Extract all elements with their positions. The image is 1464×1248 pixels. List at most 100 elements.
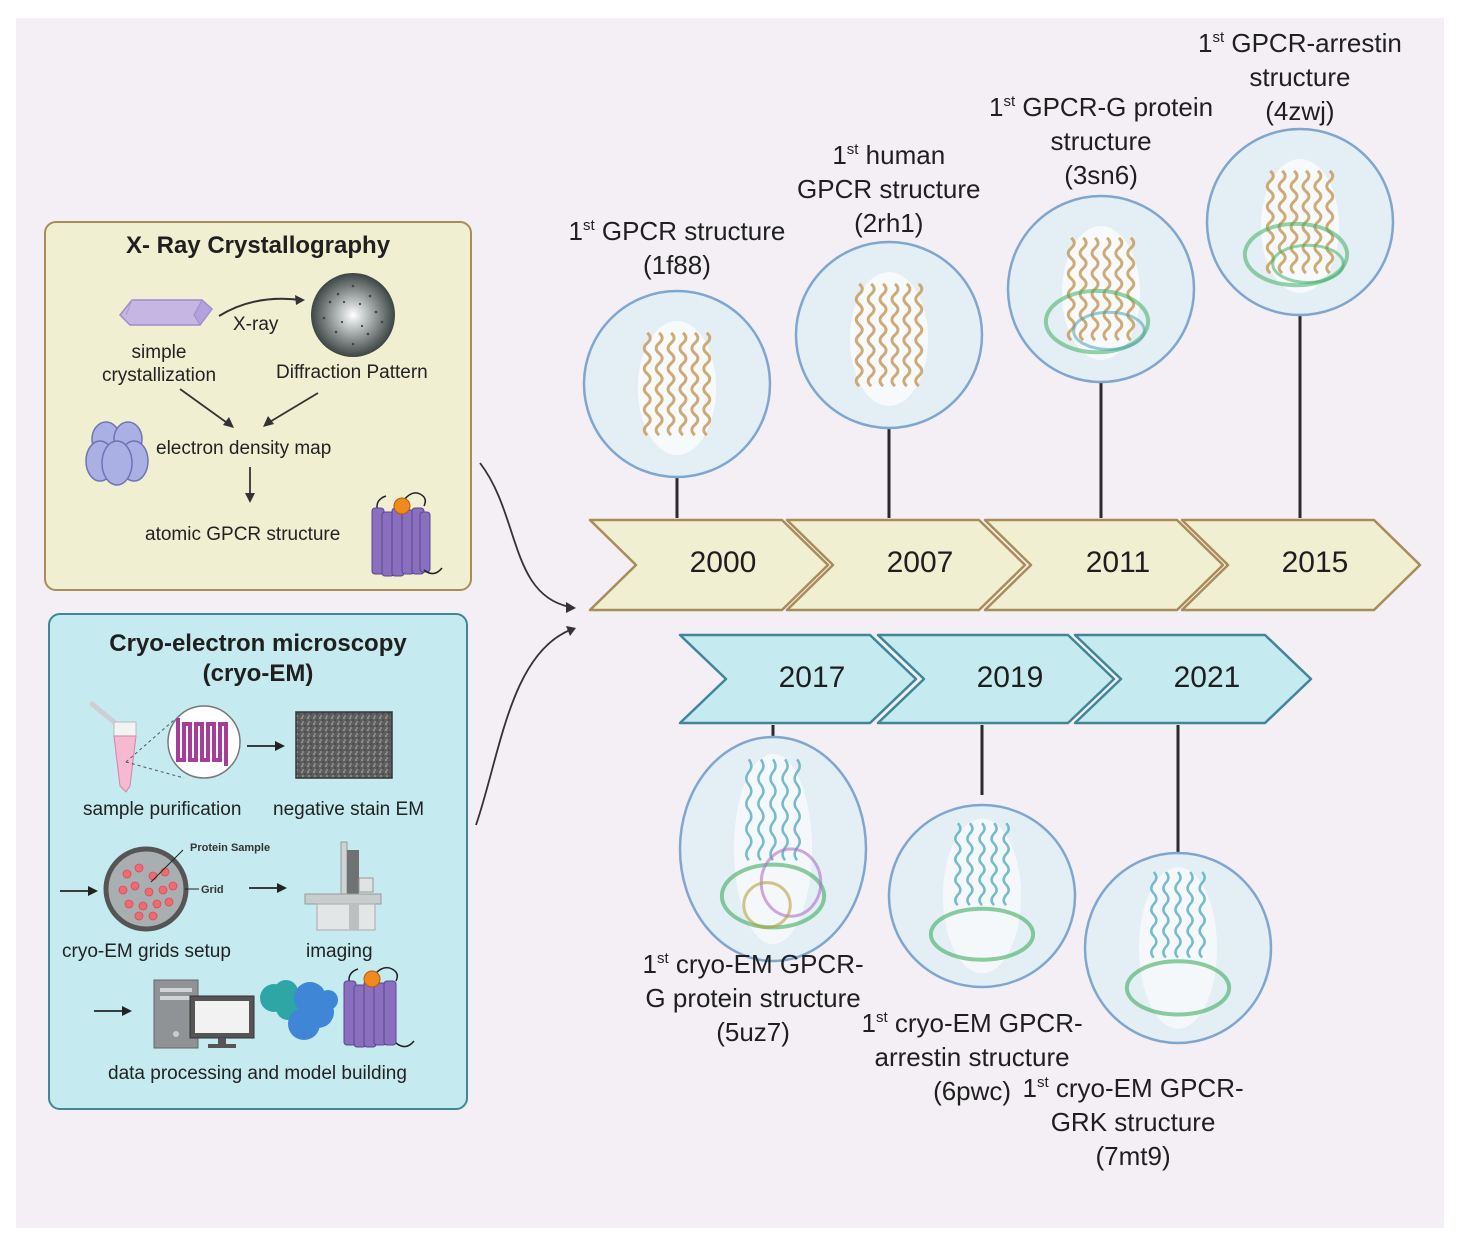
chevron-2011	[983, 518, 1225, 612]
xray-panel-title: X- Ray Crystallography	[125, 232, 391, 259]
structure-5uz7-helix	[781, 758, 789, 862]
chevron-2007	[785, 518, 1027, 612]
structure-2rh1-image-helix	[902, 282, 912, 388]
structure-1f88-image-helix	[702, 331, 712, 437]
structure-3sn6-image-helix	[1066, 236, 1076, 342]
imaging-label: imaging	[306, 941, 373, 962]
em-grid-icon	[103, 846, 199, 932]
structure-3sn6-image-helix	[1126, 236, 1136, 342]
structure-1f88-image-helix	[654, 331, 664, 437]
structure-7mt9-helix	[1162, 871, 1170, 959]
chevron-2000	[588, 518, 830, 612]
structure-3sn6-image-helix	[1102, 236, 1112, 342]
structure-7mt9-helix	[1186, 871, 1194, 959]
curved-arrows-icon	[475, 462, 576, 826]
year-label-2021: 2021	[1173, 661, 1241, 694]
caption-2017: 1st cryo-EM GPCR-G protein structure(5uz…	[642, 949, 864, 1047]
protein-sample-callout: Protein Sample	[190, 842, 271, 854]
structure-6pwc-helix	[966, 822, 974, 907]
right-arrow-icon	[249, 883, 287, 893]
diffraction-label: Diffraction Pattern	[276, 362, 428, 383]
chevron-2015	[1180, 518, 1422, 612]
structure-7mt9-partner	[1124, 959, 1232, 1017]
structure-5uz7-helix	[745, 758, 753, 862]
structure-7mt9-helix	[1198, 871, 1206, 959]
density-map-icon	[260, 980, 338, 1040]
structure-4zwj-image-helix	[1325, 169, 1335, 275]
structure-4zwj-image-helix	[1301, 169, 1311, 275]
cryo-panel-title-line1: Cryo-electron microscopy	[109, 630, 407, 657]
year-label-2000: 2000	[689, 546, 757, 579]
sample-tube-icon	[89, 701, 241, 793]
structure-2rh1-image-helix	[854, 282, 864, 388]
electron-microscope-icon	[304, 841, 382, 931]
year-label-2019: 2019	[976, 661, 1044, 694]
structure-1f88-image-helix	[666, 331, 676, 437]
year-label-2015: 2015	[1281, 546, 1349, 579]
structure-4zwj-image-partner	[1242, 221, 1350, 288]
xray-arrow-label: X-ray	[233, 314, 279, 335]
crystal-icon	[118, 299, 214, 326]
crystallization-label: simple crystallization	[101, 342, 217, 386]
computer-icon	[153, 979, 255, 1049]
structure-1f88-image-helix	[678, 331, 688, 437]
gpcr-7tm-icon	[343, 966, 415, 1048]
right-arrow-icon	[60, 886, 98, 896]
structure-5uz7-helix	[757, 758, 765, 862]
converge-arrows-icon	[179, 388, 319, 428]
structure-1f88-image-helix	[642, 331, 652, 437]
structure-2rh1-image-helix	[878, 282, 888, 388]
chevron-2021	[1073, 633, 1313, 725]
density-map-label: electron density map	[156, 438, 332, 459]
structure-4zwj-image-helix	[1265, 169, 1275, 275]
structure-2rh1-image-helix	[866, 282, 876, 388]
year-label-2011: 2011	[1085, 546, 1151, 579]
structure-4zwj-image-helix	[1277, 169, 1287, 275]
structure-1f88-image-helix	[690, 331, 700, 437]
structure-6pwc-helix	[954, 822, 962, 907]
structure-3sn6-image-partner	[1043, 288, 1151, 355]
xray-arrow-icon	[218, 295, 305, 317]
structure-7mt9-helix	[1150, 871, 1158, 959]
structure-5uz7-helix	[769, 758, 777, 862]
year-label-2017: 2017	[778, 661, 846, 694]
gpcr-7tm-icon	[371, 492, 443, 577]
electron-density-icon	[85, 421, 149, 486]
diffraction-pattern-icon	[311, 273, 395, 357]
structure-6pwc-partner	[928, 906, 1036, 962]
right-arrow-icon	[94, 1006, 132, 1016]
structure-2rh1-image-helix	[914, 282, 924, 388]
data-processing-label: data processing and model building	[108, 1063, 407, 1084]
structure-3sn6-image-partner2	[1072, 310, 1146, 351]
grid-callout: Grid	[201, 884, 224, 896]
micrograph-icon	[295, 711, 393, 779]
structure-4zwj-image-helix	[1313, 169, 1323, 275]
right-arrow-icon	[247, 741, 285, 751]
sample-purification-label: sample purification	[83, 799, 242, 820]
caption-2019: 1st cryo-EM GPCR-arrestin structure(6pwc…	[861, 1008, 1083, 1106]
chevron-2017	[678, 633, 918, 725]
structure-3sn6-image-helix	[1114, 236, 1124, 342]
chevron-2019	[876, 633, 1116, 725]
cryo-panel-title-line2: (cryo-EM)	[202, 660, 314, 687]
structure-6pwc-helix	[990, 822, 998, 907]
atomic-structure-label: atomic GPCR structure	[145, 524, 341, 545]
structure-2rh1-image-helix	[890, 282, 900, 388]
year-label-2007: 2007	[886, 546, 954, 579]
structure-3sn6-image-helix	[1078, 236, 1088, 342]
structure-4zwj-image-partner2	[1271, 243, 1345, 284]
caption-2021: 1st cryo-EM GPCR-GRK structure(7mt9)	[1022, 1073, 1244, 1171]
caption-2000: 1st GPCR structure(1f88)	[568, 216, 786, 280]
structure-5uz7-partner3	[742, 881, 792, 929]
structure-5uz7-helix	[793, 758, 801, 862]
structure-6pwc-helix	[1002, 822, 1010, 907]
negative-stain-label: negative stain EM	[273, 799, 425, 820]
grids-setup-label: cryo-EM grids setup	[62, 941, 231, 962]
structure-6pwc-helix	[978, 822, 986, 907]
down-arrow-icon	[245, 467, 255, 503]
structure-7mt9-helix	[1174, 871, 1182, 959]
